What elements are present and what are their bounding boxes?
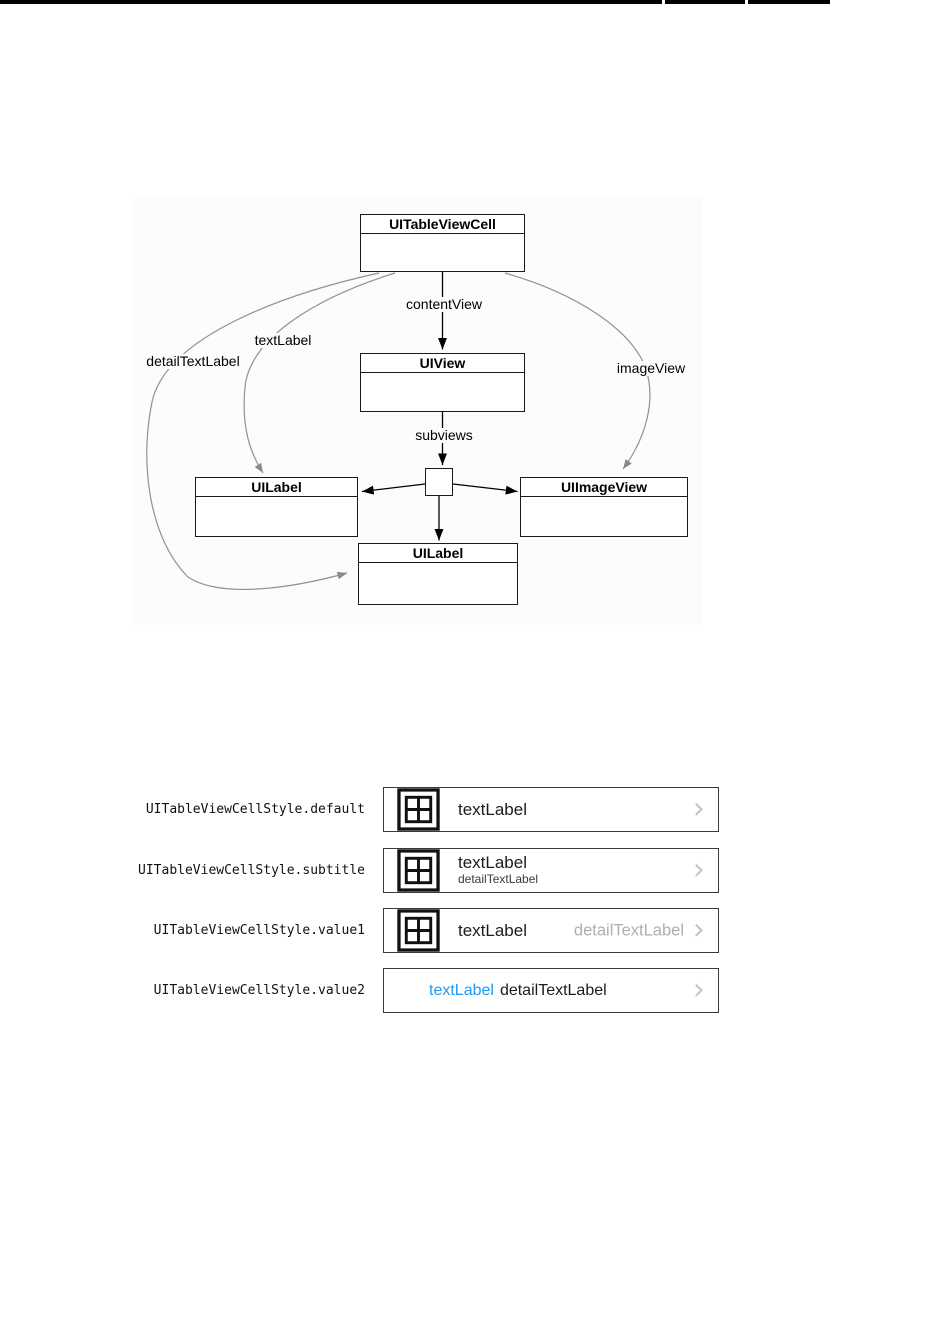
style-row-default: UITableViewCellStyle.default textLabel [0, 787, 935, 832]
edge-label-detailtextlabel: detailTextLabel [143, 354, 243, 369]
class-title: UILabel [196, 478, 357, 497]
class-box-uilabel-detail: UILabel [358, 543, 518, 605]
diagram-arrows [146, 272, 651, 590]
window-pane-icon [397, 909, 440, 952]
textlabel-curve-arrow [243, 272, 396, 474]
cell-preview-value2: textLabel detailTextLabel [383, 968, 719, 1013]
class-title: UILabel [359, 544, 517, 563]
class-title: UITableViewCell [361, 215, 524, 234]
tab-strip-segment [665, 0, 745, 4]
cell-text-label: textLabel [429, 981, 494, 999]
class-box-uitableviewcell: UITableViewCell [360, 214, 525, 272]
subviews-to-uiimageview-arrow [452, 483, 518, 495]
window-top-strip [0, 0, 935, 5]
subviews-array-node [425, 468, 453, 496]
cell-text-label: textLabel [458, 920, 527, 940]
style-name-label: UITableViewCellStyle.value2 [153, 983, 365, 998]
cell-text-stack: textLabel detailTextLabel [458, 853, 538, 886]
class-box-uilabel-text: UILabel [195, 477, 358, 537]
uitableviewcell-structure-diagram: UITableViewCell UIView UILabel UIImageVi… [133, 197, 702, 625]
subviews-to-uilabel-arrow [361, 483, 426, 495]
cell-detail-label: detailTextLabel [458, 872, 539, 886]
cell-preview-subtitle: textLabel detailTextLabel [383, 848, 719, 893]
style-name-label: UITableViewCellStyle.value1 [153, 923, 365, 938]
disclosure-chevron-icon [690, 863, 703, 877]
cell-text-label: textLabel [458, 853, 527, 872]
edge-label-textlabel: textLabel [251, 333, 315, 348]
window-pane-icon [397, 849, 440, 892]
style-row-value1: UITableViewCellStyle.value1 textLabel de… [0, 908, 935, 953]
tab-strip-segment [748, 0, 830, 4]
cell-detail-label: detailTextLabel [573, 921, 684, 939]
disclosure-chevron-icon [690, 983, 703, 997]
style-name-label: UITableViewCellStyle.subtitle [138, 863, 365, 878]
style-row-value2: UITableViewCellStyle.value2 textLabel de… [0, 968, 935, 1013]
edge-label-subviews: subviews [412, 428, 476, 443]
detailtextlabel-curve-arrow [146, 272, 380, 590]
cell-preview-default: textLabel [383, 787, 719, 832]
tab-strip-segment [0, 0, 662, 4]
disclosure-chevron-icon [690, 923, 703, 937]
cell-preview-value1: textLabel detailTextLabel [383, 908, 719, 953]
cell-text-pair: textLabel detailTextLabel [429, 982, 607, 1000]
cell-detail-label: detailTextLabel [499, 981, 607, 999]
class-box-uiimageview: UIImageView [520, 477, 688, 537]
class-box-uiview: UIView [360, 353, 525, 412]
window-pane-icon [397, 788, 440, 831]
disclosure-chevron-icon [690, 802, 703, 816]
cell-text-label: textLabel [458, 799, 527, 819]
edge-label-imageview: imageView [613, 361, 689, 376]
style-row-subtitle: UITableViewCellStyle.subtitle textLabel … [0, 848, 935, 893]
class-title: UIImageView [521, 478, 687, 497]
style-name-label: UITableViewCellStyle.default [145, 802, 365, 817]
edge-label-contentview: contentView [402, 297, 486, 312]
class-title: UIView [361, 354, 524, 373]
